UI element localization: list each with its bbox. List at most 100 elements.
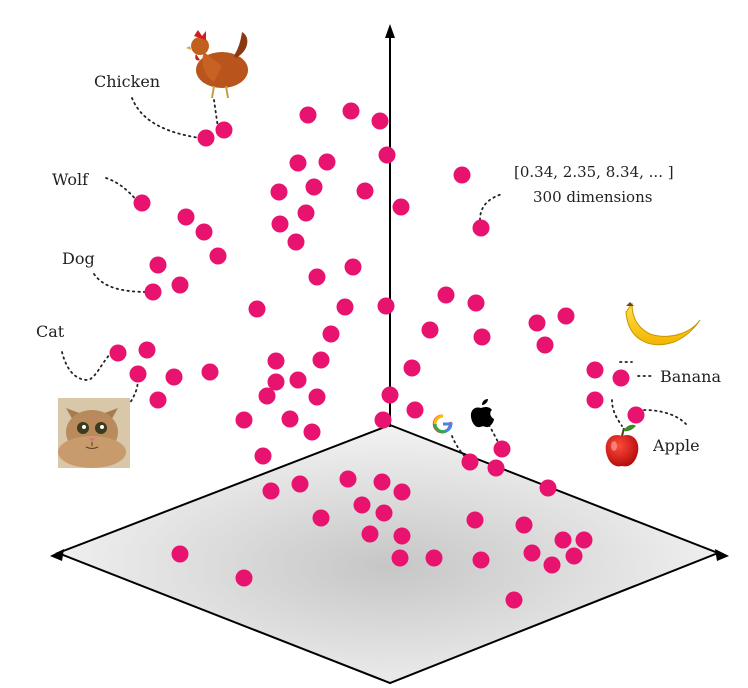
chicken-icon (186, 30, 248, 99)
embedding-point (291, 475, 309, 493)
embedding-point (425, 549, 443, 567)
embedding-point (461, 453, 479, 471)
label-chicken: Chicken (94, 72, 160, 91)
embedding-point (575, 531, 593, 549)
embedding-point (557, 307, 575, 325)
embedding-point (353, 496, 371, 514)
embedding-point (565, 547, 583, 565)
embedding-point (453, 166, 471, 184)
embedding-point (467, 294, 485, 312)
label-wolf: Wolf (52, 170, 89, 189)
embedding-point (133, 194, 151, 212)
embedding-point (165, 368, 183, 386)
embedding-point (267, 352, 285, 370)
embedding-point (270, 183, 288, 201)
label-dog: Dog (62, 249, 95, 268)
embedding-point (289, 371, 307, 389)
embedding-point (378, 146, 396, 164)
embedding-point (487, 459, 505, 477)
right-axis-arrowhead (715, 549, 729, 561)
embedding-point (303, 423, 321, 441)
embedding-point (586, 361, 604, 379)
apple-fruit-icon (605, 424, 639, 467)
embedding-point (515, 516, 533, 534)
connector-lines (61, 97, 687, 463)
embedding-point (171, 276, 189, 294)
embedding-point (297, 204, 315, 222)
embedding-point (235, 569, 253, 587)
embedding-point (312, 351, 330, 369)
embedding-point (371, 112, 389, 130)
embedding-point (171, 545, 189, 563)
cat-photo-icon (58, 398, 130, 468)
embedding-point (271, 215, 289, 233)
embedding-point (627, 406, 645, 424)
banana-icon (625, 302, 701, 346)
embedding-point (392, 198, 410, 216)
embedding-point (493, 440, 511, 458)
embedding-point (342, 102, 360, 120)
embedding-point (356, 182, 374, 200)
wolf-connector (105, 177, 139, 203)
google-logo-icon (432, 414, 453, 434)
embedding-point (466, 511, 484, 529)
label-cat: Cat (36, 322, 65, 341)
embedding-point (344, 258, 362, 276)
embedding-point (472, 219, 490, 237)
embedding-point (505, 591, 523, 609)
embedding-point (523, 544, 541, 562)
embedding-point (287, 233, 305, 251)
embedding-point (235, 411, 253, 429)
embedding-point (289, 154, 307, 172)
apple-connector (643, 409, 687, 425)
embedding-point (138, 341, 156, 359)
embedding-point (201, 363, 219, 381)
embedding-point (144, 283, 162, 301)
embedding-point (197, 129, 215, 147)
embedding-point (248, 300, 266, 318)
embedding-point (554, 531, 572, 549)
embedding-point (543, 556, 561, 574)
label-apple: Apple (652, 436, 700, 455)
cat-photo-connector (127, 375, 139, 407)
embedding-point (421, 321, 439, 339)
dimensions-text: 300 dimensions (533, 188, 652, 206)
embedding-point (373, 473, 391, 491)
left-axis-arrowhead (50, 549, 64, 561)
axes (50, 24, 729, 561)
embedding-point (305, 178, 323, 196)
embedding-point (318, 153, 336, 171)
dog-connector (93, 273, 151, 293)
apple-logo-icon (470, 399, 494, 428)
embedding-point (381, 386, 399, 404)
embedding-point (528, 314, 546, 332)
embedding-point (339, 470, 357, 488)
embedding-point (267, 373, 285, 391)
embedding-point (281, 410, 299, 428)
embedding-point (375, 504, 393, 522)
embedding-point (393, 483, 411, 501)
embedding-points (109, 102, 645, 609)
embedding-point (539, 479, 557, 497)
chicken-photo-connector (213, 99, 219, 129)
embedding-point (391, 549, 409, 567)
embedding-point (308, 268, 326, 286)
embedding-point (403, 359, 421, 377)
embedding-point (472, 551, 490, 569)
embedding-point (473, 328, 491, 346)
embedding-point (149, 256, 167, 274)
embedding-point (209, 247, 227, 265)
embedding-point (536, 336, 554, 354)
embedding-point (308, 388, 326, 406)
embedding-point (406, 401, 424, 419)
embedding-point (336, 298, 354, 316)
embedding-point (254, 447, 272, 465)
embedding-point (195, 223, 213, 241)
vertical-axis-arrowhead (385, 24, 395, 38)
embedding-point (393, 527, 411, 545)
cat-connector (61, 351, 113, 381)
embedding-point (612, 369, 630, 387)
chicken-connector (131, 97, 201, 139)
vector-text: [0.34, 2.35, 8.34, ... ] (514, 163, 674, 181)
